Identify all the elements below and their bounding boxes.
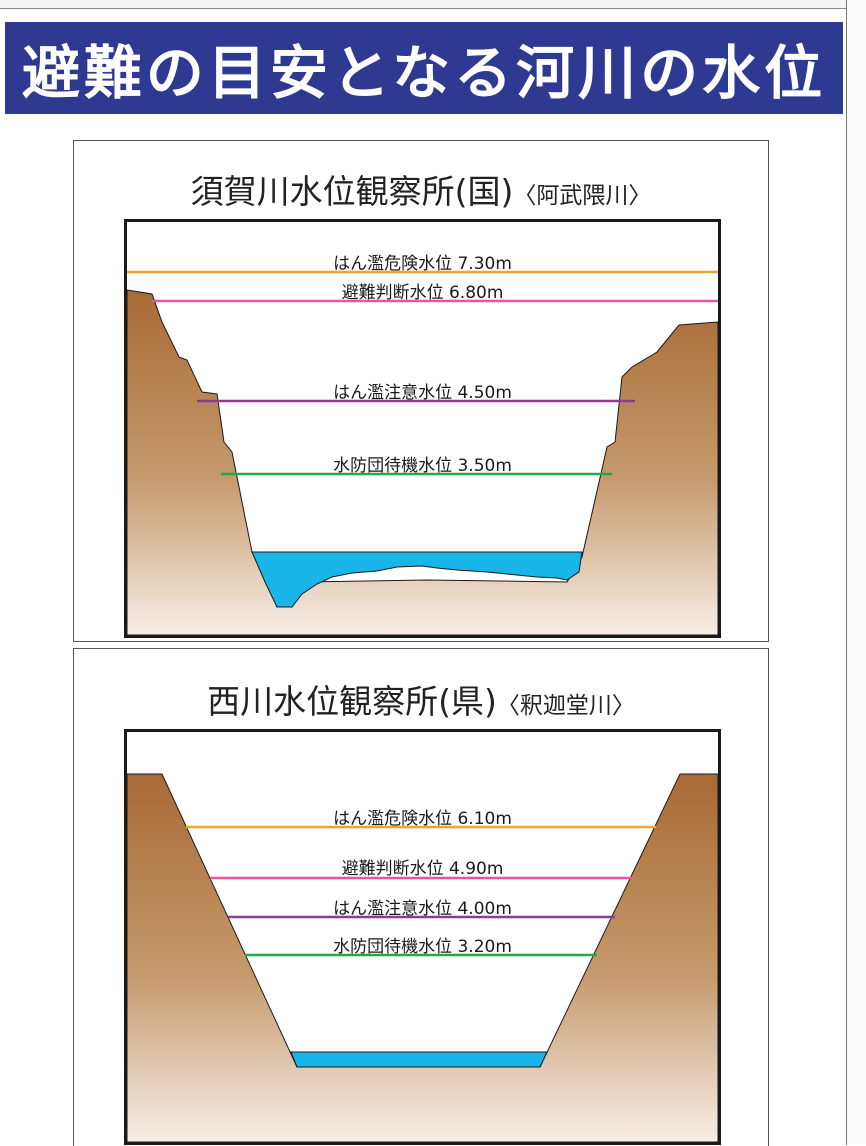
station-name: 西川水位観察所(県) xyxy=(207,682,497,721)
river-cross-section: はん濫危険水位 7.30m 避難判断水位 6.80m はん濫注意水位 4.50m… xyxy=(124,219,721,638)
level-label-evacuation: 避難判断水位 6.80m xyxy=(341,283,504,303)
station-panel-nishikawa: 西川水位観察所(県)〈釈迦堂川〉 はん濫危険水位 6.10m 避難判断水位 4.… xyxy=(73,648,769,1146)
river-name: 〈釈迦堂川〉 xyxy=(496,693,635,719)
station-title: 西川水位観察所(県)〈釈迦堂川〉 xyxy=(74,675,768,723)
level-label-caution: はん濫注意水位 4.00m xyxy=(333,899,512,919)
station-name: 須賀川水位観察所(国) xyxy=(190,172,514,211)
level-label-danger: はん濫危険水位 6.10m xyxy=(333,809,512,829)
page-title: 避難の目安となる河川の水位 xyxy=(21,39,827,107)
background-map-top xyxy=(0,0,866,9)
level-label-evacuation: 避難判断水位 4.90m xyxy=(341,859,504,879)
level-label-standby: 水防団待機水位 3.20m xyxy=(333,937,512,957)
level-label-caution: はん濫注意水位 4.50m xyxy=(333,383,512,403)
title-banner: 避難の目安となる河川の水位 xyxy=(5,22,843,114)
level-label-standby: 水防団待機水位 3.50m xyxy=(333,456,512,476)
cross-section-drawing xyxy=(127,270,718,635)
level-label-danger: はん濫危険水位 7.30m xyxy=(333,254,512,274)
river-name: 〈阿武隈川〉 xyxy=(513,183,652,209)
background-map-edge xyxy=(846,0,866,1145)
station-panel-sukagawa: 須賀川水位観察所(国)〈阿武隈川〉 はん濫危険水位 7.30m 避難判断水位 6… xyxy=(73,140,769,642)
river-cross-section: はん濫危険水位 6.10m 避難判断水位 4.90m はん濫注意水位 4.00m… xyxy=(124,729,721,1145)
cross-section-drawing xyxy=(127,773,718,1142)
station-title: 須賀川水位観察所(国)〈阿武隈川〉 xyxy=(74,165,768,213)
